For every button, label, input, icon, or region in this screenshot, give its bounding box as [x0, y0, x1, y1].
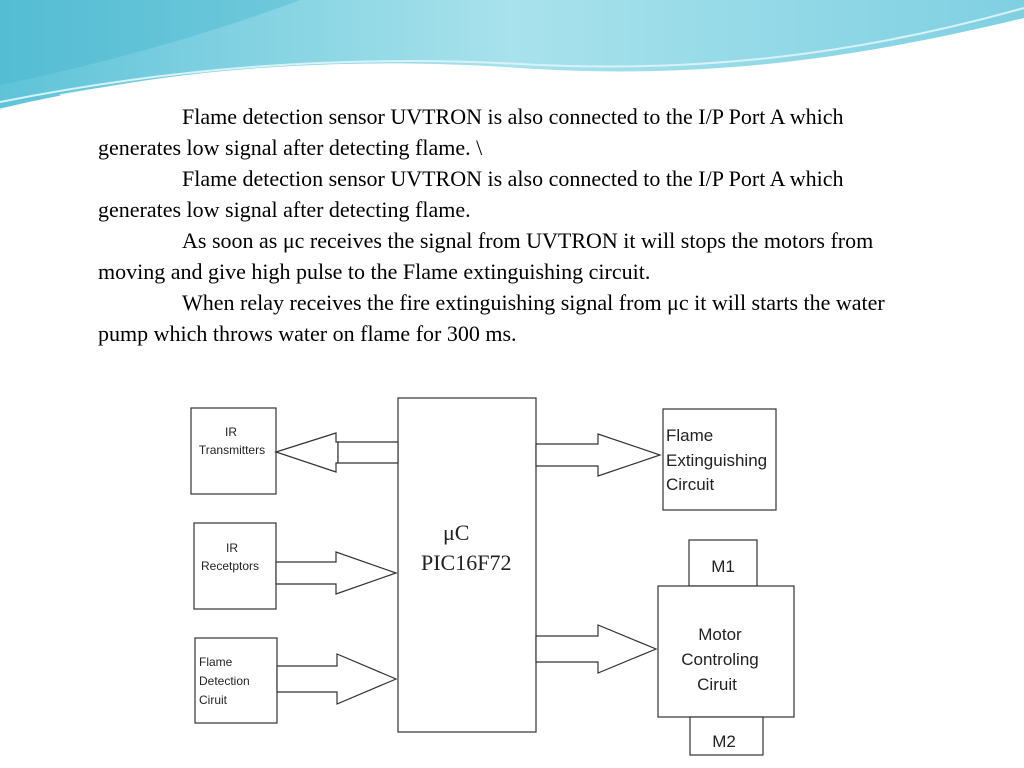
flame-extinguishing-label-3: Circuit — [666, 475, 714, 494]
flame-extinguishing-label-1: Flame — [666, 426, 713, 445]
flame-detection-block: Flame Detection Ciruit — [194, 637, 278, 724]
ir-receptors-label-1: IR — [226, 541, 238, 555]
header-wave-decoration — [0, 0, 1024, 112]
flame-detection-label-1: Flame — [199, 655, 233, 669]
ir-transmitters-label-1: IR — [225, 425, 237, 439]
motor-m1-label: M1 — [711, 557, 735, 576]
arrow-mc-to-motor-control — [535, 624, 658, 674]
arrow-mc-to-extinguishing — [535, 433, 662, 477]
microcontroller-label-2: PIC16F72 — [421, 550, 511, 575]
motor-m1-block: M1 — [688, 539, 758, 587]
ir-receptors-label-2: Recetptors — [201, 559, 259, 573]
arrow-receptors-to-mc — [275, 551, 398, 595]
motor-controlling-label-2: Controling — [681, 650, 759, 669]
motor-controlling-label-3: Ciruit — [697, 675, 737, 694]
ir-transmitters-label-2: Transmitters — [199, 443, 265, 457]
motor-m2-block: M2 — [689, 716, 764, 756]
ir-receptors-block: IR Recetptors — [193, 522, 277, 610]
flame-detection-label-2: Detection — [199, 674, 250, 688]
arrow-flame-detection-to-mc — [276, 653, 398, 705]
flame-extinguishing-label-2: Extinguishing — [666, 451, 767, 470]
paragraph-2: Flame detection sensor UVTRON is also co… — [98, 166, 844, 222]
paragraph-3: As soon as μc receives the signal from U… — [98, 228, 874, 284]
paragraph-1: Flame detection sensor UVTRON is also co… — [98, 104, 844, 160]
body-text: Flame detection sensor UVTRON is also co… — [98, 101, 918, 349]
paragraph-4: When relay receives the fire extinguishi… — [98, 290, 885, 346]
microcontroller-block: μC PIC16F72 — [397, 397, 537, 733]
motor-controlling-label-1: Motor — [698, 625, 742, 644]
microcontroller-label-1: μC — [443, 520, 469, 545]
ir-transmitters-block: IR Transmitters — [190, 407, 277, 495]
motor-m2-label: M2 — [712, 732, 736, 751]
flame-detection-label-3: Ciruit — [199, 693, 228, 707]
double-arrow-transmitters-right — [337, 441, 399, 464]
motor-controlling-block: Motor Controling Ciruit — [657, 585, 795, 718]
flame-extinguishing-block: Flame Extinguishing Circuit — [662, 408, 777, 511]
